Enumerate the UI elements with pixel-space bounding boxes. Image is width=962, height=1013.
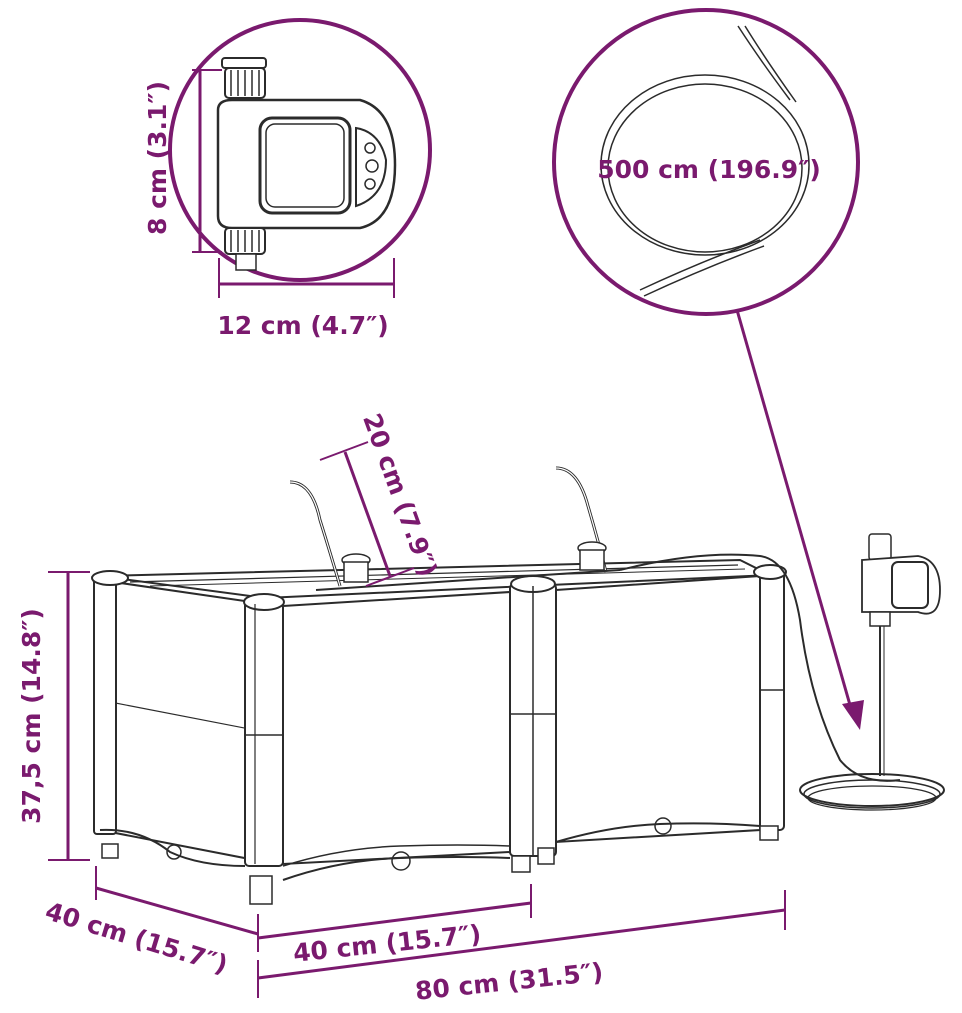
timer-and-hose-coil [799,533,945,811]
section-width-dimension [257,884,532,940]
raised-planter-icon [91,558,787,905]
planter-height-dimension [48,571,90,861]
timer-width-label: 12 cm (4.7″) [217,311,388,340]
hose-detail-callout: 500 cm (196.9″) [552,8,864,730]
hose-pointer-line [735,309,854,713]
total-width-dimension [257,890,786,998]
timer-height-label: 8 cm (3.1″) [143,81,172,235]
planter-depth-label: 40 cm (15.7″) [42,896,231,979]
hose-detail-circle [552,8,860,316]
planter-height-label: 37,5 cm (14.8″) [17,608,46,824]
hose-pointer-arrowhead [842,700,864,730]
total-width-label: 80 cm (31.5″) [414,957,605,1006]
drip-spike-icon [289,466,901,782]
timer-width-dimension [218,258,395,298]
spike-height-label: 20 cm (7.9″) [357,410,443,581]
planter-depth-dimension [95,866,259,952]
spike-height-dimension [319,441,415,587]
timer-height-dimension [192,69,222,253]
garden-hose-icon [600,25,810,297]
water-timer-icon [216,57,397,271]
hose-length-label: 500 cm (196.9″) [597,155,821,184]
timer-detail-callout: 8 cm (3.1″) 12 cm (4.7″) [143,18,432,340]
